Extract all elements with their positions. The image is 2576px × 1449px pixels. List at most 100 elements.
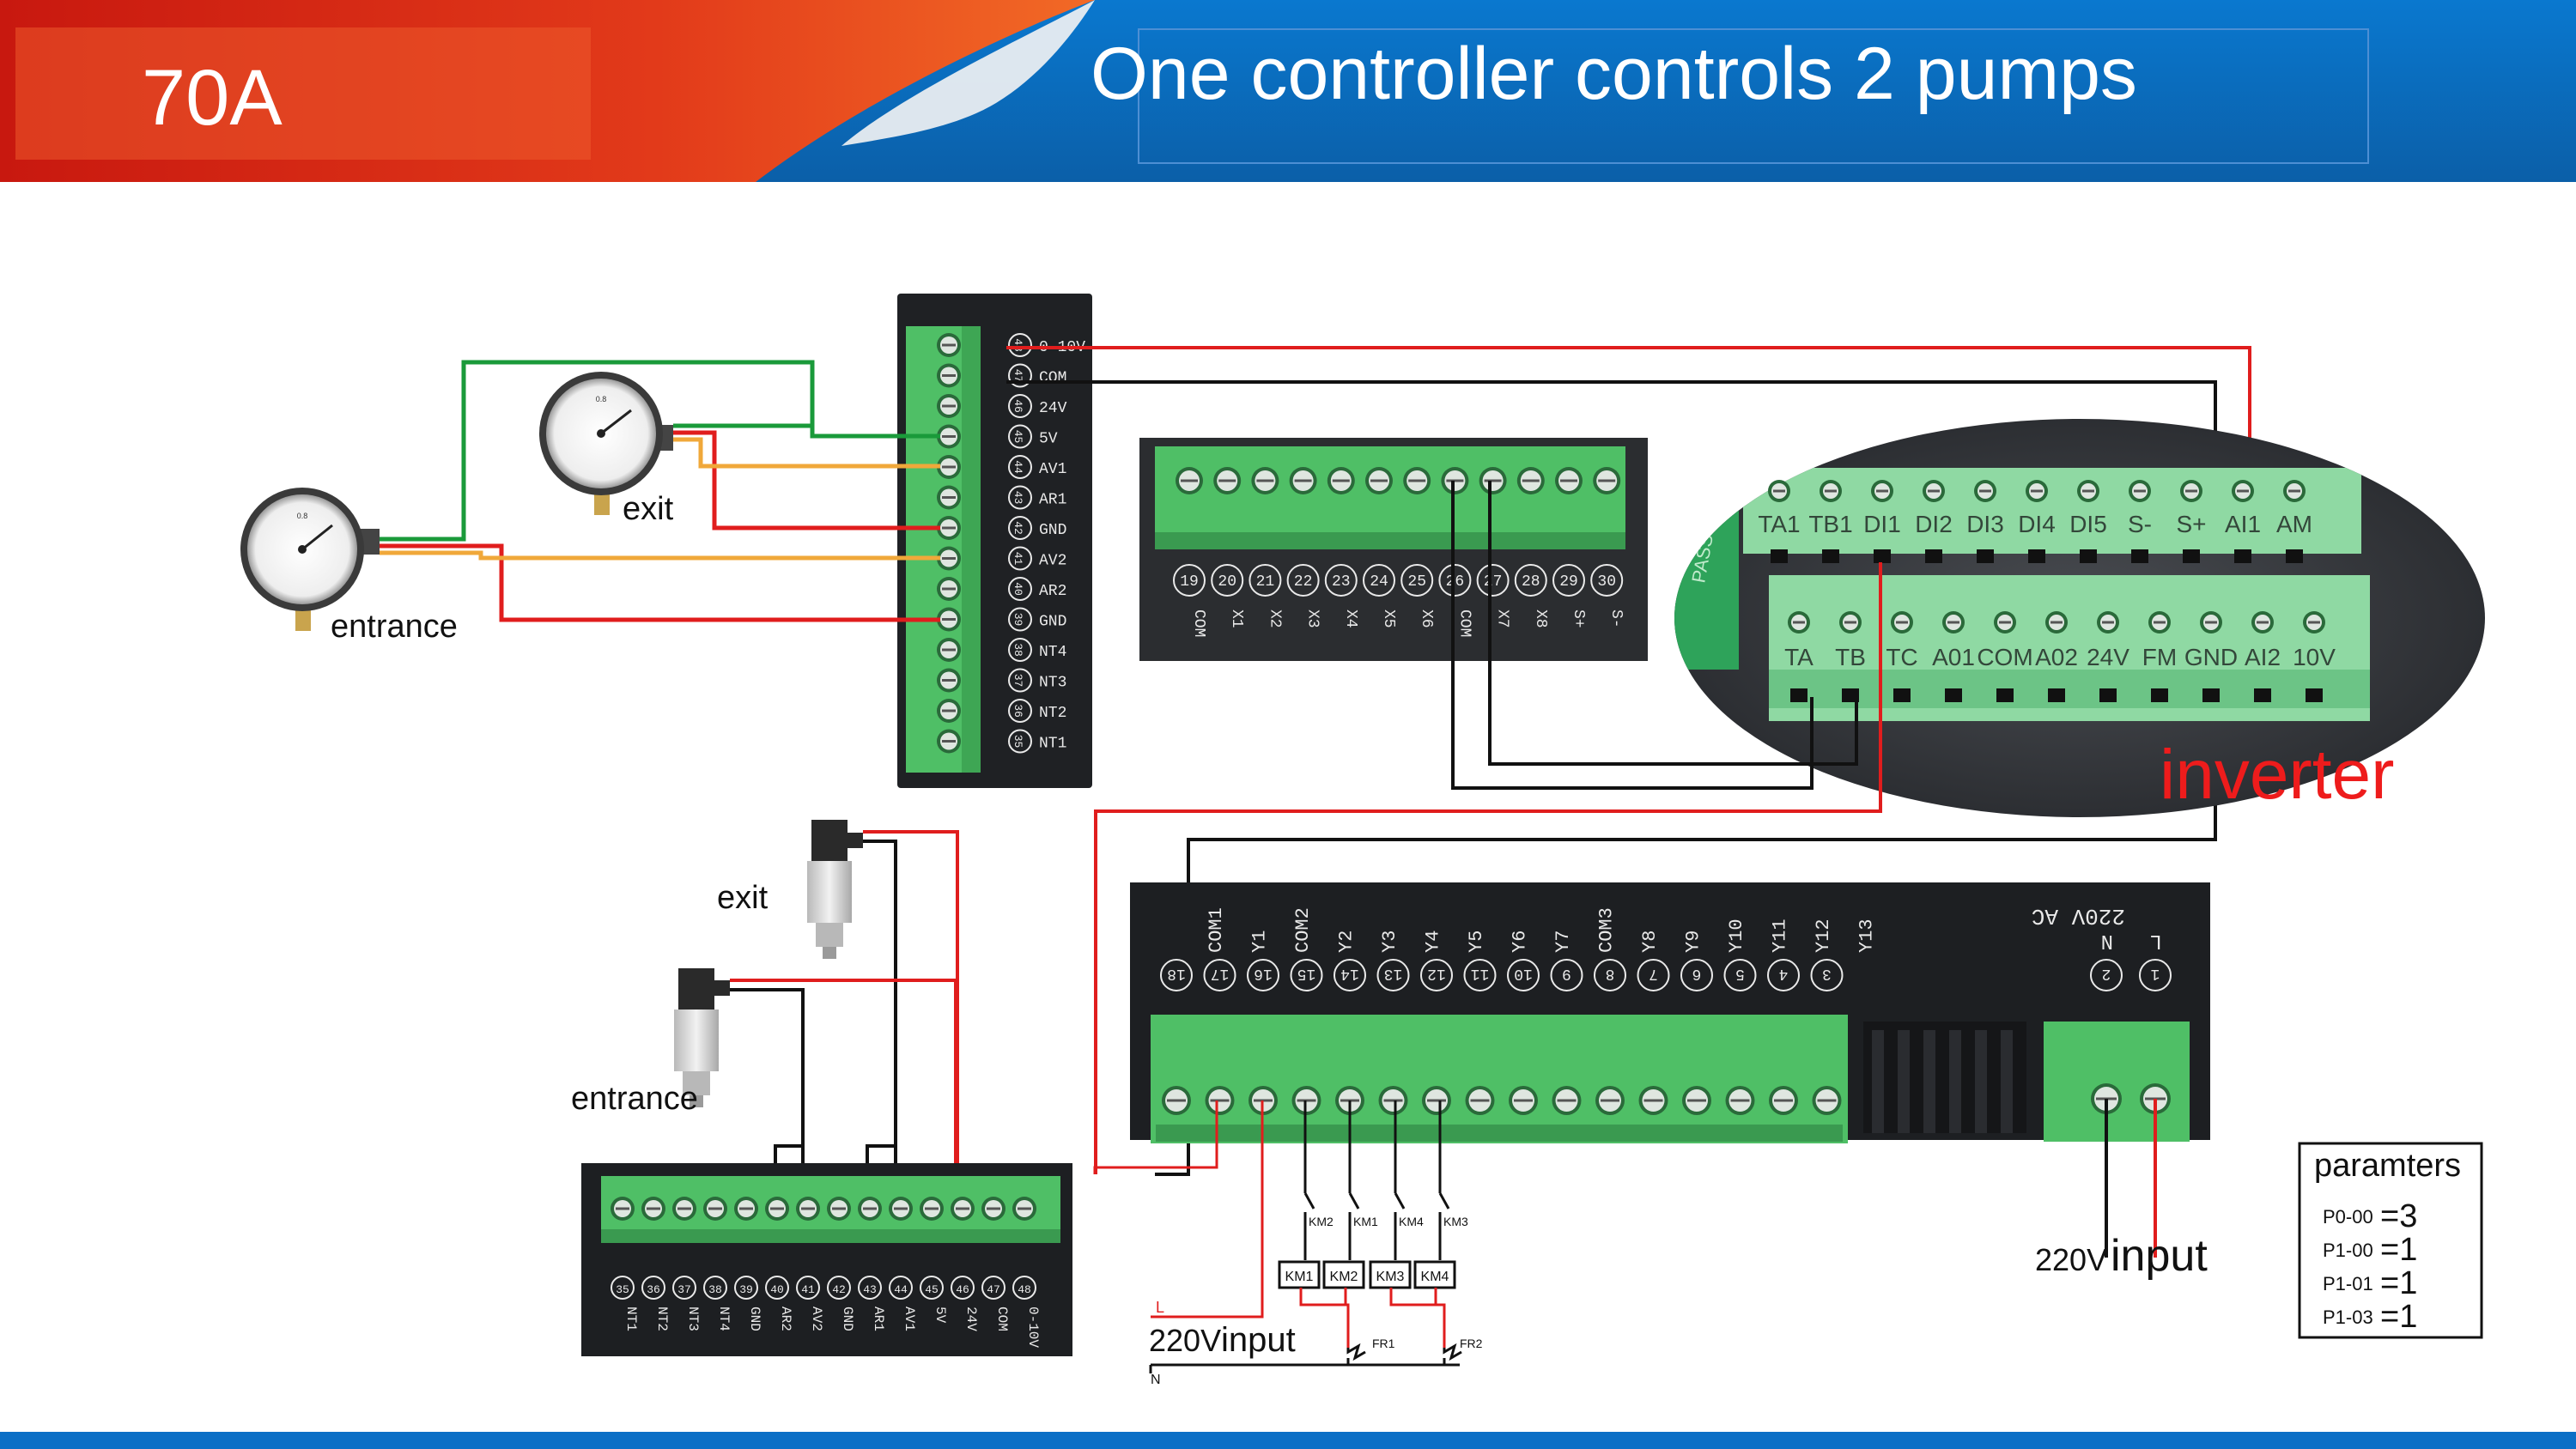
- x-terminal-screw: [1213, 467, 1242, 494]
- inverter-bottom-label: AI2: [2245, 644, 2281, 670]
- y-terminal-number-text: 10: [1514, 965, 1533, 982]
- x-terminal-label: COM: [1455, 609, 1473, 637]
- y-terminal-screw: [1162, 1086, 1191, 1115]
- inverter-bottom-screw: [2148, 611, 2171, 634]
- inverter-bottom-label: A02: [2035, 644, 2078, 670]
- inverter-top-label: TB1: [1808, 511, 1852, 537]
- inverter-bottom-label: GND: [2184, 644, 2238, 670]
- relay-schematic: [1093, 1100, 1462, 1373]
- y-terminal-number: 4: [1767, 959, 1800, 991]
- inverter-bottom-screw: [2251, 611, 2274, 634]
- lower-terminal-screw: [703, 1197, 727, 1221]
- x-terminal-screw: [1479, 467, 1507, 494]
- x-terminal-number-text: 26: [1446, 573, 1465, 591]
- x-terminal-screw: [1176, 467, 1203, 494]
- lower-terminal-screw: [858, 1197, 882, 1221]
- y-terminal-number-text: 11: [1471, 965, 1490, 982]
- inverter-bottom-slot: [2202, 688, 2220, 702]
- upper-terminal-screw: [937, 394, 961, 418]
- pressure-sensor-exit: [807, 820, 863, 959]
- lower-terminal-label: NT1: [623, 1307, 639, 1331]
- lower-terminal-number: 36: [641, 1276, 665, 1300]
- x-terminal-label: X1: [1228, 609, 1245, 628]
- sensor-exit-label: exit: [717, 880, 769, 916]
- svg-text:0.8: 0.8: [596, 395, 607, 403]
- inverter-top-label: DI4: [2018, 511, 2056, 537]
- parameter-value: =1: [2380, 1232, 2417, 1268]
- inverter-bottom-slot: [1945, 688, 1962, 702]
- upper-terminal-number-text: 37: [1012, 674, 1024, 688]
- y-terminal-screw: [1638, 1086, 1668, 1115]
- wire-n-label: N: [1151, 1373, 1161, 1387]
- y-terminal-number-text: 13: [1384, 965, 1403, 982]
- model-box: [15, 27, 591, 160]
- inverter-top-label: DI2: [1915, 511, 1953, 537]
- inverter-bottom-label: 10V: [2293, 644, 2336, 670]
- lower-terminal-number-text: 48: [1018, 1283, 1031, 1296]
- y-terminal-label: Y2: [1336, 931, 1358, 953]
- inverter-bottom-label: COM: [1977, 644, 2032, 670]
- x-terminal-screw: [1327, 467, 1355, 494]
- gauge-entrance-label: entrance: [331, 609, 458, 645]
- y-terminal-screw: [1552, 1086, 1582, 1115]
- x-terminal-number-text: 29: [1559, 573, 1578, 591]
- relay-input-label: input: [1221, 1321, 1296, 1359]
- x-terminal-screw: [1441, 467, 1469, 494]
- inverter-top-slot: [1874, 549, 1891, 563]
- lower-terminal-number: 44: [889, 1276, 913, 1300]
- parameter-value: =1: [2380, 1265, 2417, 1301]
- x-terminal-label: X5: [1380, 609, 1397, 628]
- inverter-bottom-slot: [2306, 688, 2323, 702]
- upper-terminal-number: 44: [1008, 455, 1032, 479]
- y-terminal-label: COM3: [1596, 907, 1618, 953]
- y-terminal-number-text: 6: [1692, 965, 1702, 982]
- upper-terminal-number-text: 45: [1012, 430, 1024, 444]
- header-banner: 70A One controller controls 2 pumps: [0, 0, 2576, 182]
- x-to-inverter-wires: [1094, 481, 1882, 1174]
- upper-terminal-number: 39: [1008, 607, 1032, 632]
- x-terminal-number: 23: [1324, 564, 1358, 597]
- upper-terminal-label: 24V: [1039, 400, 1067, 417]
- fr1-label: FR1: [1372, 1337, 1395, 1350]
- x-terminal-number-text: 22: [1294, 573, 1313, 591]
- x-terminal-number: 21: [1249, 564, 1282, 597]
- relay-coil-label: KM4: [1421, 1270, 1449, 1284]
- upper-terminal-screw: [937, 729, 961, 754]
- y-terminal-number: 8: [1594, 959, 1626, 991]
- upper-terminal-number-text: 48: [1012, 338, 1024, 352]
- x-terminal-number: 22: [1286, 564, 1320, 597]
- inverter-bottom-screw: [2045, 611, 2068, 634]
- relay-coil-label: KM1: [1285, 1270, 1314, 1284]
- parameter-code: P1-00: [2323, 1240, 2373, 1261]
- inverter-top-label: TA1: [1758, 511, 1800, 537]
- upper-terminal-label: NT2: [1039, 705, 1066, 722]
- relay-coil-label: KM3: [1376, 1270, 1405, 1284]
- parameter-value: =1: [2380, 1299, 2417, 1335]
- parameter-code: P1-03: [2323, 1307, 2373, 1328]
- relay-coil-label: KM2: [1330, 1270, 1358, 1284]
- lower-terminal-number: 43: [858, 1276, 882, 1300]
- x-terminal-number-text: 25: [1407, 573, 1426, 591]
- lower-terminal-label: NT2: [654, 1307, 670, 1331]
- lower-terminal-number: 39: [734, 1276, 758, 1300]
- y-terminal-screw: [1595, 1086, 1625, 1115]
- upper-terminal-label: GND: [1039, 522, 1066, 539]
- y-terminal-screw: [1422, 1086, 1451, 1115]
- y-terminal-screw: [1725, 1086, 1755, 1115]
- y-terminal-number-text: 16: [1254, 965, 1273, 982]
- upper-terminal-number-text: 41: [1012, 552, 1024, 566]
- inverter-top-screw: [2283, 480, 2306, 502]
- power-input-voltage: 220V: [2035, 1242, 2107, 1277]
- pressure-gauge-entrance: 0.8: [240, 488, 380, 631]
- lower-terminal-number-text: 42: [832, 1283, 846, 1296]
- lower-terminal-label: GND: [840, 1307, 855, 1331]
- x-terminal-number-text: 27: [1484, 573, 1503, 591]
- y-terminal-number: 16: [1247, 959, 1279, 991]
- x-terminal-number: 28: [1514, 564, 1547, 597]
- x-terminal-label: X2: [1266, 609, 1283, 628]
- inverter-top-label: DI5: [2069, 511, 2107, 537]
- y-terminal-label: Y6: [1510, 931, 1531, 953]
- power-terminal-number-text: 1: [2151, 965, 2160, 982]
- upper-terminal-label: AR1: [1039, 492, 1066, 509]
